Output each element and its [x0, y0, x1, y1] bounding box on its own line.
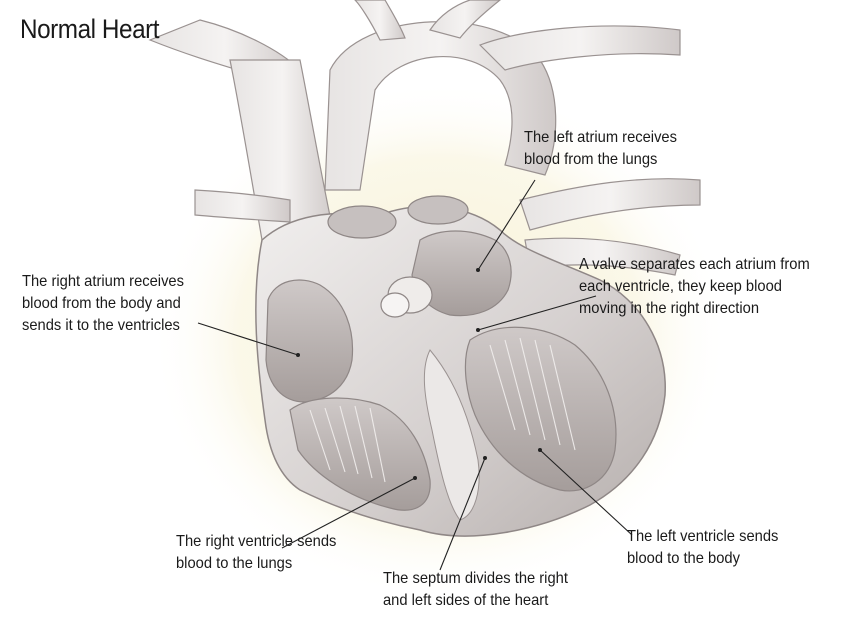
leader-dots: [296, 268, 542, 480]
valve-openings: [327, 195, 469, 318]
label-right-ventricle: The right ventricle sends blood to the l…: [176, 533, 337, 572]
diagram-title: Normal Heart: [20, 14, 160, 44]
right-ventricle-chamber: [289, 397, 431, 511]
great-vessels: [148, 0, 701, 276]
label-valve: A valve separates each atrium from each …: [579, 256, 810, 317]
label-septum: The septum divides the right and left si…: [383, 570, 568, 609]
label-left-atrium: The left atrium receives blood from the …: [524, 129, 677, 168]
label-right-atrium: The right atrium receives blood from the…: [22, 273, 184, 334]
right-atrium-chamber: [265, 279, 354, 403]
left-ventricle-chamber: [464, 326, 617, 492]
chordae-tendineae: [309, 337, 576, 483]
leader-lines: [197, 179, 633, 571]
label-left-ventricle: The left ventricle sends blood to the bo…: [627, 528, 779, 567]
left-atrium-chamber: [411, 230, 512, 317]
